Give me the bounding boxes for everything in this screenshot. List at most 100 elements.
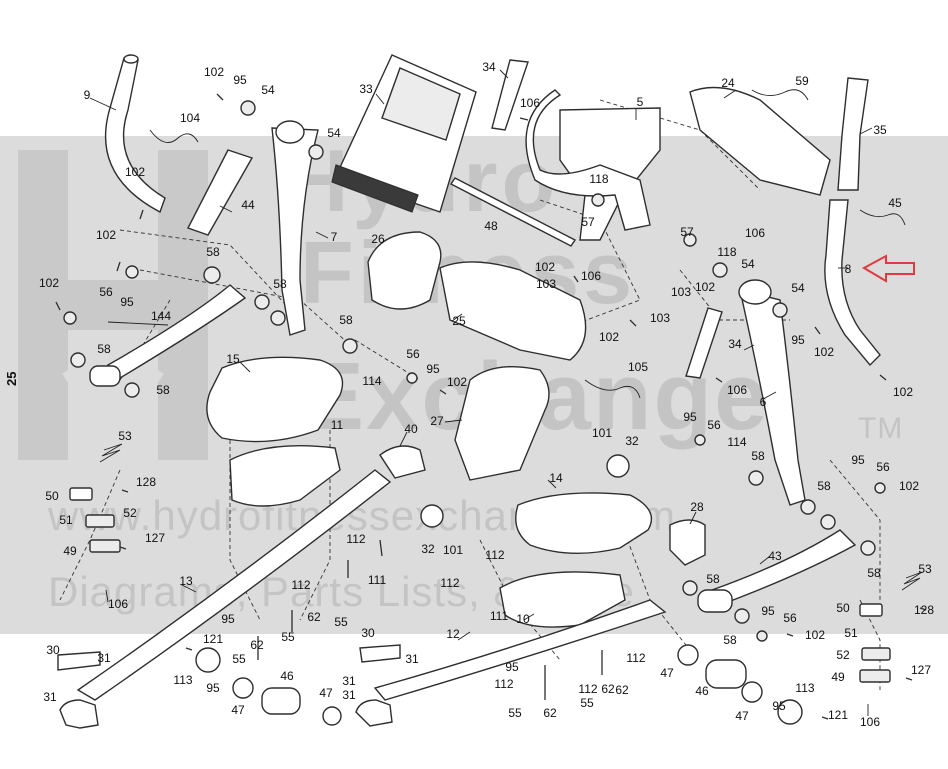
console-screen: [381, 67, 461, 141]
callout: 95: [761, 604, 775, 618]
callout: 113: [795, 681, 815, 695]
callout: 55: [334, 615, 348, 629]
callout: 95: [791, 333, 805, 347]
callout: 58: [97, 342, 111, 356]
callout: 45: [888, 196, 902, 210]
callout: 102: [804, 628, 826, 642]
lower-leg-left: [271, 127, 319, 336]
cap-40: [379, 445, 426, 479]
callout: 52: [836, 648, 850, 662]
upper-arm-right-8: [824, 199, 881, 367]
pedal-plate-10: [499, 571, 626, 628]
callout: 57: [581, 215, 595, 229]
callout: 121: [202, 632, 224, 646]
bearings: [63, 100, 886, 726]
callout: 102: [694, 280, 716, 294]
callout: 102: [124, 165, 146, 179]
callout: 35: [873, 123, 887, 137]
callout: 48: [484, 219, 498, 233]
callout: 56: [707, 418, 721, 432]
callout: 31: [405, 652, 419, 666]
callout: 46: [695, 684, 709, 698]
callout: 24: [721, 76, 735, 90]
callout: 57: [680, 225, 694, 239]
bracket-49-left: [89, 539, 121, 553]
callout: 46: [280, 669, 294, 683]
callout: 95: [426, 362, 440, 376]
callout: 13: [179, 574, 193, 588]
callout: 95: [221, 612, 235, 626]
callout: 106: [107, 597, 129, 611]
shroud-27: [454, 365, 550, 481]
callout: 56: [876, 460, 890, 474]
page-number: 25: [4, 371, 19, 386]
callout: 28: [690, 500, 704, 514]
callout: 51: [59, 513, 73, 527]
callout: 102: [203, 65, 225, 79]
callout: 105: [627, 360, 649, 374]
shroud-top: [689, 86, 831, 196]
callout: 95: [120, 295, 134, 309]
callout: 55: [281, 630, 295, 644]
wheel-32-bottom: [420, 504, 444, 528]
callout: 58: [867, 566, 881, 580]
callout: 111: [489, 609, 509, 623]
callout: 95: [772, 699, 786, 713]
bracket-50-left: [69, 487, 93, 501]
callout: 58: [706, 572, 720, 586]
callout: 50: [836, 601, 850, 615]
shroud-25: [439, 261, 587, 361]
callout: 47: [660, 666, 674, 680]
callout: 112: [578, 682, 598, 696]
callout: 102: [892, 385, 914, 399]
callout: 112: [485, 548, 505, 562]
roller-46-right: [705, 659, 747, 689]
bracket-52-right: [861, 647, 891, 661]
callout: 5: [636, 95, 644, 109]
rail-13-end: [59, 699, 99, 729]
callout: 31: [342, 674, 356, 688]
callout: 30: [361, 626, 375, 640]
console-speaker: [331, 164, 419, 213]
callout: 6: [759, 395, 767, 409]
cup-holder-26: [367, 231, 442, 310]
callout: 114: [727, 435, 747, 449]
frame-handlebar: [525, 89, 651, 231]
callout: 144: [150, 309, 172, 323]
lower-leg-right: [739, 289, 806, 506]
callout: 114: [362, 374, 382, 388]
callout: 121: [827, 708, 849, 722]
callout: 104: [179, 111, 201, 125]
callout: 25: [452, 314, 466, 328]
callout: 102: [598, 330, 620, 344]
rail-13: [76, 469, 392, 701]
callout: 103: [535, 277, 557, 291]
callout: 32: [625, 434, 639, 448]
callout: 112: [440, 576, 460, 590]
callout: 12: [446, 627, 460, 641]
callout: 54: [327, 126, 341, 140]
rail-12: [373, 599, 667, 701]
highlight-arrow: [861, 254, 915, 283]
callout: 101: [442, 543, 464, 557]
bracket-52-left: [85, 514, 115, 528]
callout: 31: [342, 688, 356, 702]
callout: 34: [482, 60, 496, 74]
wire-105: [584, 379, 641, 399]
wheel-32-top: [606, 454, 630, 478]
pedal-14: [515, 492, 653, 554]
callout: 51: [844, 626, 858, 640]
callout: 62: [615, 683, 629, 697]
pad-30-right: [359, 644, 401, 663]
callout: 31: [43, 690, 57, 704]
callout: 56: [783, 611, 797, 625]
callout: 95: [851, 453, 865, 467]
callout: 106: [726, 383, 748, 397]
callout: 106: [859, 715, 881, 729]
callout: 62: [543, 706, 557, 720]
shaft-48: [449, 177, 577, 247]
callout: 40: [404, 422, 418, 436]
callout: 128: [913, 603, 935, 617]
fasteners: [55, 93, 927, 720]
